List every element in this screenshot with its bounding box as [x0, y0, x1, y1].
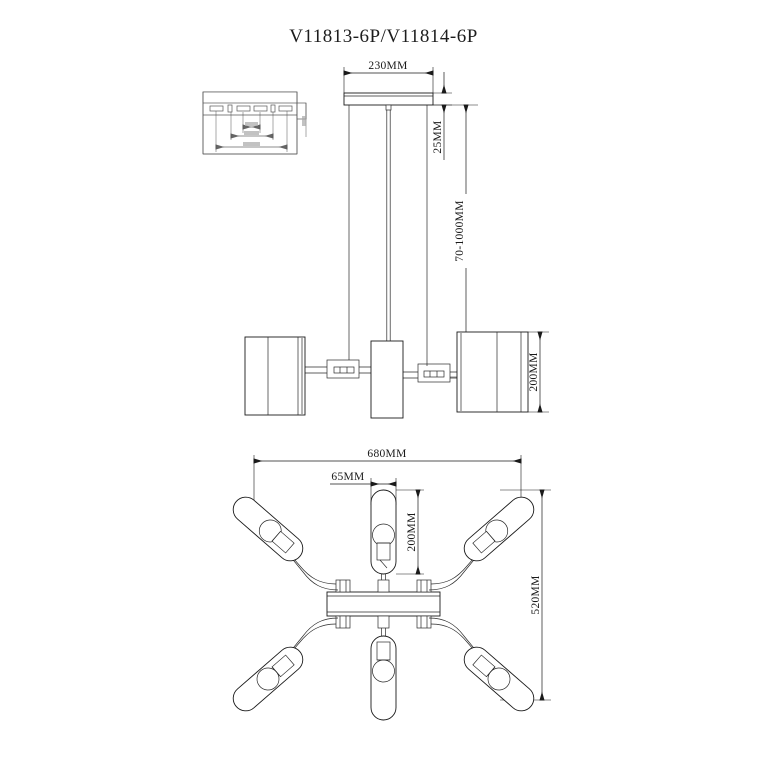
lamp-arm-lower-right — [428, 617, 535, 712]
dim-label-overall-depth: 520MM — [530, 575, 542, 614]
lamp-arm-lower-left — [232, 617, 339, 712]
dim-overall-width — [253, 455, 522, 500]
dim-label-shade-length-plan: 200MM — [406, 512, 418, 551]
front-elevation-view: 230MM 25MM — [244, 60, 549, 419]
drawing-title: V11813-6P/V11814-6P — [289, 26, 478, 47]
plan-view: 680MM 65MM 200MM 520MM — [232, 448, 551, 721]
dim-canopy-width — [343, 67, 434, 93]
canopy-body — [343, 92, 434, 106]
central-mount-bar — [326, 579, 441, 629]
dim-label-shade-diameter: 65MM — [331, 471, 364, 483]
dim-shade-length-plan — [396, 489, 424, 575]
dim-label-overall-width: 680MM — [367, 448, 406, 460]
dim-label-shade-height-elevation: 200MM — [528, 352, 540, 391]
lamp-arm-upper-right — [428, 496, 535, 591]
dim-label-canopy-height: 25MM — [432, 120, 444, 153]
shade-left-elevation — [244, 336, 306, 416]
lamp-arm-upper-left — [232, 496, 339, 591]
shade-center-elevation — [370, 340, 404, 419]
dim-shade-height-elevation — [528, 331, 549, 413]
lamp-arm-top-center — [370, 489, 397, 580]
cross-arms — [305, 359, 477, 383]
shade-right-elevation — [456, 331, 529, 413]
suspension-rods — [348, 104, 428, 361]
lamp-arm-bottom-center — [370, 628, 397, 721]
dim-label-suspension-range: 70-1000MM — [454, 200, 466, 261]
dim-label-canopy-width: 230MM — [368, 60, 407, 72]
canopy-plate-detail-view — [202, 91, 307, 155]
